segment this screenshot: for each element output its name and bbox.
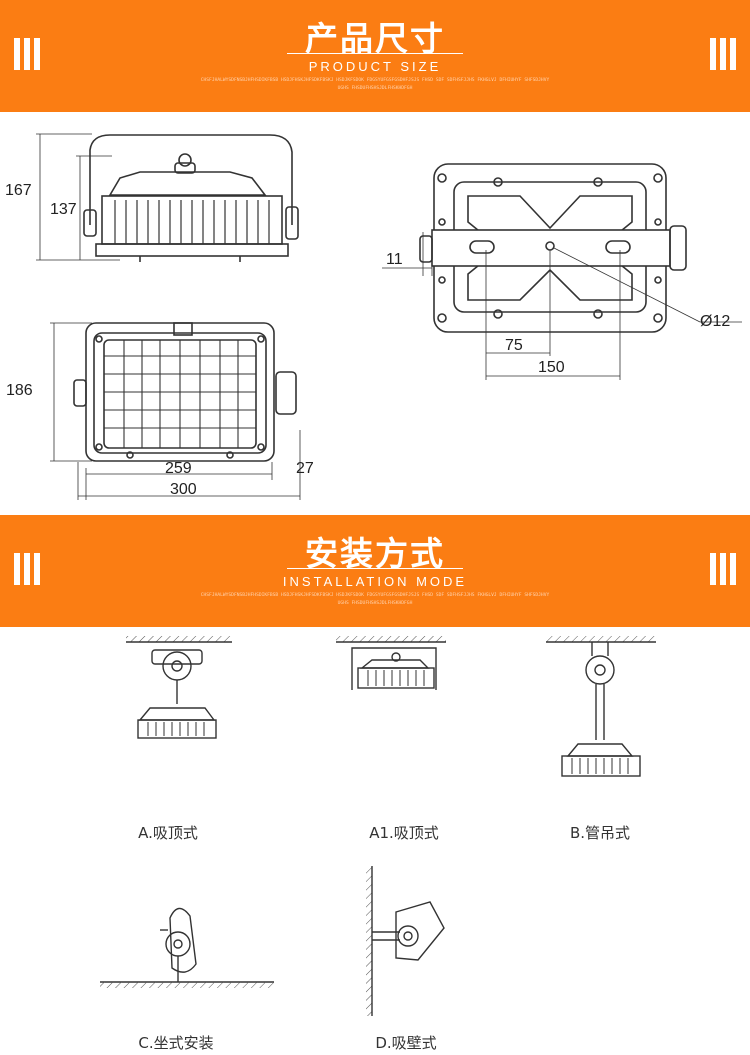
bars-icon xyxy=(14,38,40,70)
bars-icon xyxy=(710,38,736,70)
decorative-fine-print: CHSFJHALWYSDFNSBJHFHSDIKFBSB HSDJFHSKJHF… xyxy=(200,593,550,606)
section-title: 产品尺寸 xyxy=(305,19,445,58)
dim-back-hole-diameter: Ø12 xyxy=(700,313,730,330)
section-title: 安装方式 xyxy=(305,534,445,573)
installation-mode-banner: 安装方式 INSTALLATION MODE CHSFJHALWYSDFNSBJ… xyxy=(0,515,750,627)
install-caption-a: A.吸顶式 xyxy=(138,824,198,842)
dim-side-total-height: 167 xyxy=(5,182,32,199)
install-caption-b: B.管吊式 xyxy=(569,824,631,842)
dim-back-bracket-span: 150 xyxy=(538,359,565,376)
dim-side-body-height: 137 xyxy=(50,201,77,218)
dim-front-height: 186 xyxy=(6,382,33,399)
product-size-banner: 产品尺寸 PRODUCT SIZE CHSFJHALWYSDFNSBJHFHSD… xyxy=(0,0,750,112)
install-caption-d: D.吸壁式 xyxy=(375,1034,437,1052)
install-caption-c: C.坐式安装 xyxy=(138,1034,214,1052)
section-subtitle: INSTALLATION MODE xyxy=(282,574,468,589)
section-subtitle: PRODUCT SIZE xyxy=(308,59,442,74)
title-underline xyxy=(287,568,463,569)
dim-back-hole-spacing: 75 xyxy=(505,337,523,354)
dim-front-width-inner: 259 xyxy=(165,460,192,477)
bars-icon xyxy=(14,553,40,585)
dim-front-width-total: 300 xyxy=(170,481,197,498)
bars-icon xyxy=(710,553,736,585)
install-caption-a1: A1.吸顶式 xyxy=(369,824,439,842)
dim-front-bracket: 27 xyxy=(296,460,314,477)
title-underline xyxy=(287,53,463,54)
decorative-fine-print: CHSFJHALWYSDFNSBJHFHSDIKFBSB HSDJFHSKJHF… xyxy=(200,78,550,91)
dim-back-offset: 11 xyxy=(386,251,403,268)
